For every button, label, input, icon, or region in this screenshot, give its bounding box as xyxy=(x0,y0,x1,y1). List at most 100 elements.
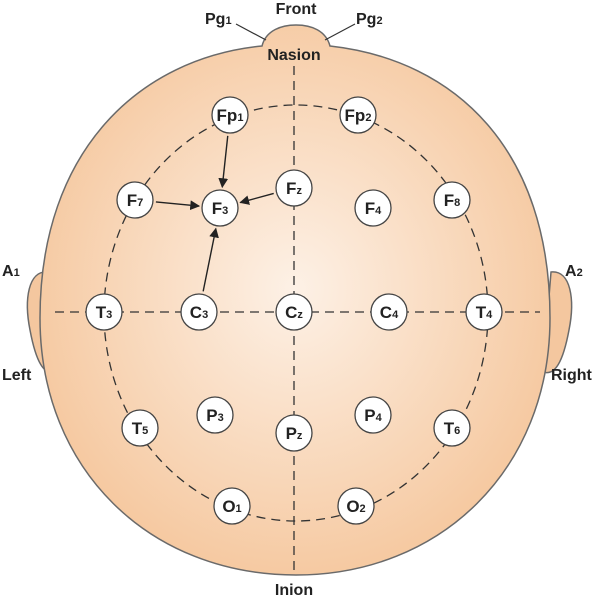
electrode-label-sub: z xyxy=(296,185,302,197)
electrode-circle xyxy=(275,414,313,452)
electrode-label: F3 xyxy=(212,199,229,218)
a2-label-sub: 2 xyxy=(577,267,583,279)
electrode-label-sub: 4 xyxy=(486,309,493,321)
a1-label-main: A xyxy=(2,263,14,280)
arrow-fp1-to-f3 xyxy=(218,135,229,189)
electrode-label-sub: z xyxy=(297,430,303,442)
electrode-label: C4 xyxy=(380,303,399,322)
electrode-label-main: O xyxy=(346,497,359,516)
electrode-c4: C4 xyxy=(370,293,408,331)
electrode-label-main: T xyxy=(132,419,143,438)
electrode-t3: T3 xyxy=(85,293,123,331)
electrode-label-main: C xyxy=(190,303,202,322)
electrode-label-sub: 8 xyxy=(454,197,460,209)
electrode-label-main: F xyxy=(286,179,296,198)
electrode-circle xyxy=(354,396,392,434)
electrode-label-sub: 4 xyxy=(376,412,383,424)
electrode-label: C3 xyxy=(190,303,208,322)
electrode-pz: Pz xyxy=(275,414,313,452)
electrode-circle xyxy=(275,169,313,207)
electrode-label: Cz xyxy=(285,303,303,322)
electrode-label-main: P xyxy=(364,406,375,425)
electrode-circle xyxy=(85,293,123,331)
a1-label: A1 xyxy=(2,263,20,280)
electrode-label-main: T xyxy=(444,419,455,438)
left-label: Left xyxy=(2,367,32,384)
inion-label: Inion xyxy=(275,582,313,599)
electrode-label: F7 xyxy=(127,191,144,210)
electrode-t6: T6 xyxy=(433,409,471,447)
electrode-label-sub: 3 xyxy=(106,309,112,321)
electrode-label: O1 xyxy=(222,497,241,516)
electrode-circle xyxy=(121,409,159,447)
pg2-label: Pg2 xyxy=(356,11,383,28)
electrode-label-main: Fp xyxy=(345,106,366,125)
electrode-circle xyxy=(433,181,471,219)
electrode-circle xyxy=(339,96,377,134)
electrode-cz: Cz xyxy=(275,293,313,331)
a2-label-main: A xyxy=(565,263,577,280)
electrode-label-sub: 5 xyxy=(142,425,148,437)
electrode-circle xyxy=(116,181,154,219)
electrode-label: F8 xyxy=(444,191,461,210)
electrode-label-sub: 2 xyxy=(360,503,366,515)
electrode-circle xyxy=(433,409,471,447)
electrode-label-main: F xyxy=(365,199,375,218)
electrode-label-sub: 6 xyxy=(454,425,460,437)
arrow-f7-to-f3 xyxy=(155,200,201,211)
electrode-label: T6 xyxy=(444,419,461,438)
a1-label-sub: 1 xyxy=(14,267,20,279)
electrode-label-sub: 1 xyxy=(237,112,243,124)
front-label: Front xyxy=(276,1,318,18)
electrode-label-main: F xyxy=(212,199,222,218)
electrode-fz: Fz xyxy=(275,169,313,207)
electrode-f8: F8 xyxy=(433,181,471,219)
electrode-label-main: P xyxy=(286,424,297,443)
right-label: Right xyxy=(551,367,593,384)
electrode-label-sub: 4 xyxy=(375,205,382,217)
electrode-label: Pz xyxy=(286,424,303,443)
electrode-circle xyxy=(337,487,375,525)
electrode-label-main: F xyxy=(127,191,137,210)
arrow-fz-to-f3 xyxy=(239,192,274,205)
electrode-label: Fp2 xyxy=(345,106,372,125)
arrow-c3-to-f3 xyxy=(202,227,219,292)
electrode-label-main: P xyxy=(206,406,217,425)
electrode-fp1: Fp1 xyxy=(211,96,249,134)
electrode-label-main: O xyxy=(222,497,235,516)
electrode-label-main: C xyxy=(285,303,297,322)
electrode-label-sub: 1 xyxy=(236,503,242,515)
electrode-label-sub: 2 xyxy=(365,112,371,124)
electrode-fp2: Fp2 xyxy=(339,96,377,134)
electrode-circle xyxy=(275,293,313,331)
electrode-label-sub: 3 xyxy=(222,205,228,217)
electrode-label: T3 xyxy=(96,303,113,322)
pg2-pointer xyxy=(324,23,356,41)
arrows-layer xyxy=(155,135,274,292)
electrode-label-sub: 7 xyxy=(137,197,143,209)
pg2-label-main: Pg xyxy=(356,11,376,28)
electrode-label: Fz xyxy=(286,179,302,198)
electrode-t4: T4 xyxy=(465,293,503,331)
pg1-pointer xyxy=(235,23,267,41)
electrode-label-main: Fp xyxy=(217,106,238,125)
electrode-label: T4 xyxy=(476,303,493,322)
electrode-circle xyxy=(465,293,503,331)
electrode-label-main: C xyxy=(380,303,392,322)
electrode-p4: P4 xyxy=(354,396,392,434)
electrode-circle xyxy=(213,487,251,525)
electrode-label: O2 xyxy=(346,497,365,516)
electrode-label: F4 xyxy=(365,199,382,218)
electrode-label-sub: z xyxy=(297,309,303,321)
electrode-circle xyxy=(370,293,408,331)
electrode-f4: F4 xyxy=(354,189,392,227)
electrode-label-main: T xyxy=(476,303,487,322)
electrode-circle xyxy=(180,293,218,331)
electrode-circle xyxy=(201,189,239,227)
electrode-circle xyxy=(211,96,249,134)
pg2-label-sub: 2 xyxy=(376,15,382,27)
electrode-c3: C3 xyxy=(180,293,218,331)
electrode-p3: P3 xyxy=(196,396,234,434)
